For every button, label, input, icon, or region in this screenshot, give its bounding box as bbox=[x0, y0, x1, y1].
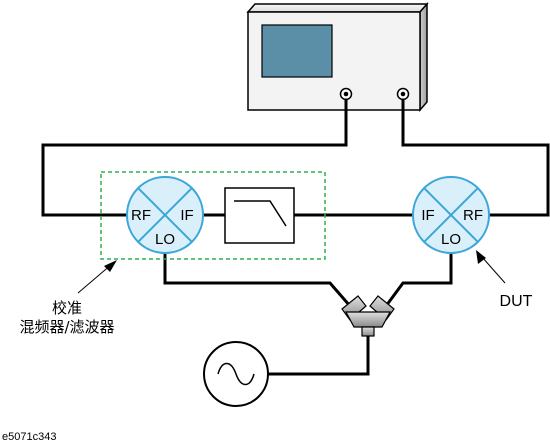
power-splitter bbox=[341, 295, 395, 337]
cables bbox=[41, 98, 550, 376]
dut-rf-port-label: RF bbox=[463, 207, 483, 224]
calibration-mixer: RF IF LO bbox=[126, 176, 204, 254]
dut-mixer: IF RF LO bbox=[412, 176, 490, 254]
network-analyzer bbox=[246, 2, 429, 112]
calibration-group-box bbox=[100, 171, 326, 260]
instrument-port-2 bbox=[396, 87, 410, 101]
lowpass-filter-icon bbox=[234, 200, 287, 227]
mixer-if-port-label: IF bbox=[180, 207, 193, 224]
dut-leader bbox=[476, 250, 506, 284]
calibration-label-line2: 混频器/滤波器 bbox=[19, 318, 114, 336]
calibration-leader bbox=[77, 260, 117, 294]
sine-wave-icon bbox=[217, 362, 255, 386]
mixer-lo-port-label: LO bbox=[155, 231, 175, 248]
figure-code: e5071c343 bbox=[2, 431, 56, 443]
instrument-port-1 bbox=[339, 87, 353, 101]
instrument-screen bbox=[261, 24, 333, 78]
dut-label: DUT bbox=[500, 293, 533, 310]
mixer-rf-port-label: RF bbox=[131, 207, 151, 224]
dut-lo-port-label: LO bbox=[441, 231, 461, 248]
dut-if-port-label: IF bbox=[421, 207, 434, 224]
signal-source bbox=[203, 341, 269, 407]
lowpass-filter bbox=[224, 187, 295, 244]
calibration-label-line1: 校准 bbox=[52, 299, 82, 317]
